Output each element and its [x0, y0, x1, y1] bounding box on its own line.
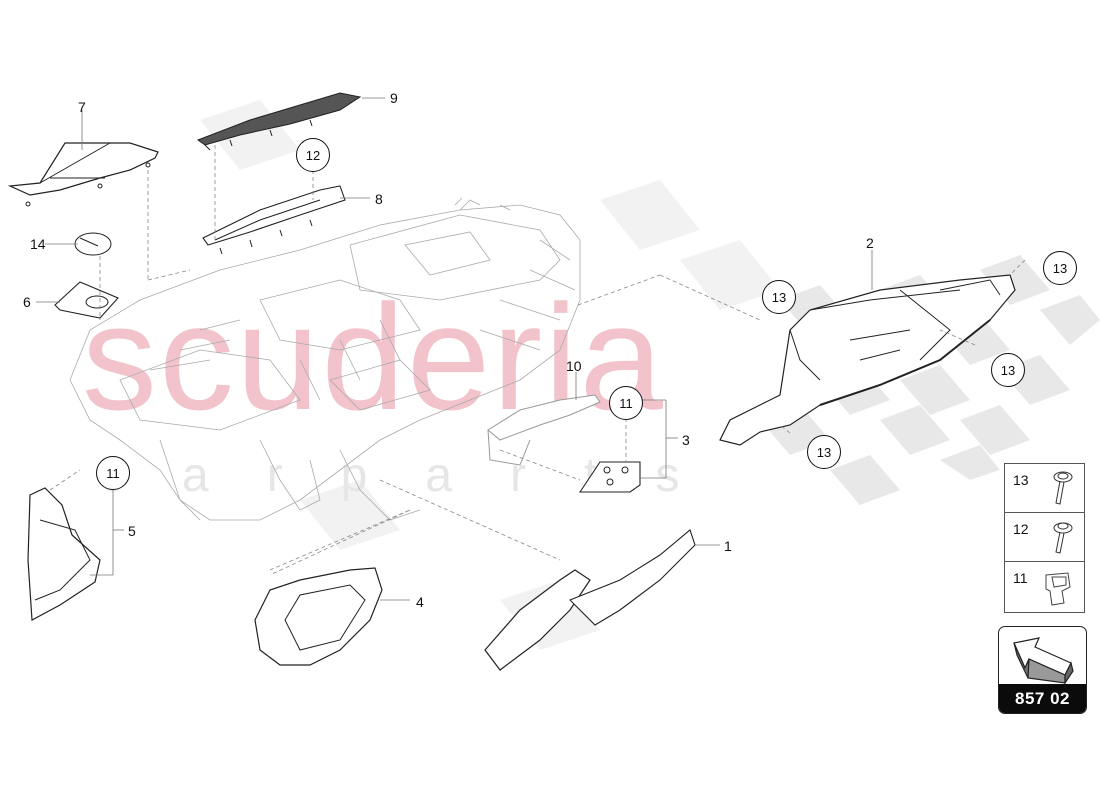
reference-code: 857 02 [999, 684, 1086, 713]
part-1-lower-trim [484, 529, 696, 671]
part-7-cover [7, 142, 159, 207]
part-4-cluster-bezel [254, 567, 383, 666]
part-label-6: 6 [23, 294, 31, 310]
legend-num: 12 [1013, 521, 1029, 537]
part-label-1: 1 [724, 538, 732, 554]
part-label-2: 2 [866, 235, 874, 251]
part-label-5: 5 [128, 523, 136, 539]
callout-13-d: 13 [807, 435, 841, 469]
legend-num: 13 [1013, 472, 1029, 488]
dashboard-carrier [69, 197, 581, 521]
part-3-trim [578, 461, 641, 493]
part-label-14: 14 [30, 236, 46, 252]
part-label-8: 8 [375, 191, 383, 207]
fastener-legend: 13 12 11 [1004, 463, 1085, 613]
part-5-sidepanel [27, 487, 101, 621]
part-14-cap [74, 232, 112, 256]
callout-11-b: 11 [96, 456, 130, 490]
callout-12: 12 [296, 138, 330, 172]
part-2-glovebox [719, 274, 1016, 446]
dashed-guide-lines [49, 145, 1026, 576]
part-label-9: 9 [390, 90, 398, 106]
direction-arrow-icon [1013, 637, 1074, 685]
part-label-10: 10 [566, 358, 582, 374]
callout-11-a: 11 [609, 386, 643, 420]
part-8-tray [202, 185, 346, 255]
leader-lines [36, 97, 873, 601]
legend-row-12: 12 [1005, 513, 1084, 562]
part-label-4: 4 [416, 594, 424, 610]
reference-box: 857 02 [998, 626, 1087, 714]
part-label-7: 7 [78, 99, 86, 115]
part-label-3: 3 [682, 432, 690, 448]
legend-row-11: 11 [1005, 562, 1084, 611]
legend-num: 11 [1013, 570, 1028, 586]
part-10-bracket [487, 394, 601, 466]
callout-13-a: 13 [762, 280, 796, 314]
torx-screw-icon [1053, 522, 1073, 554]
legend-row-13: 13 [1005, 464, 1084, 513]
callout-13-c: 13 [991, 353, 1025, 387]
flange-screw-icon [1053, 471, 1073, 505]
clip-nut-icon [1045, 572, 1071, 606]
part-6-bezel [54, 281, 119, 319]
part-9-grille [196, 92, 362, 151]
callout-13-b: 13 [1043, 251, 1077, 285]
